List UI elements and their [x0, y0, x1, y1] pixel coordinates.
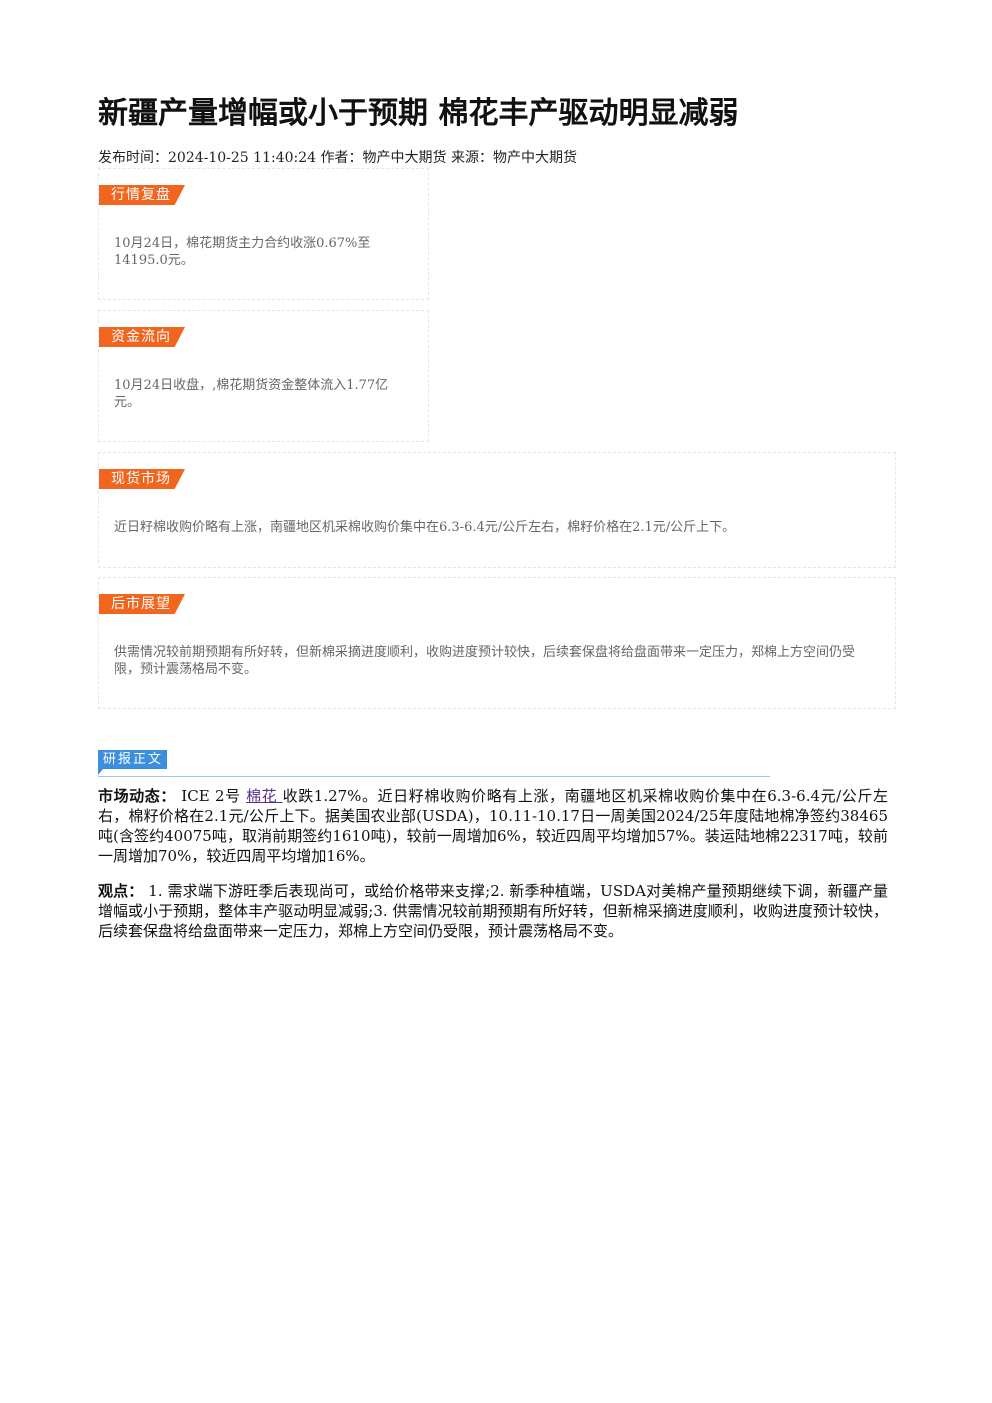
- cotton-link[interactable]: 棉花: [246, 787, 283, 805]
- box-text: 近日籽棉收购价略有上涨，南疆地区机采棉收购价集中在6.3-6.4元/公斤左右，棉…: [114, 520, 736, 535]
- tag-fund-flow: 资金流向: [99, 327, 185, 347]
- box-text: 10月24日，棉花期货主力合约收涨0.67%至14195.0元。: [114, 236, 371, 268]
- market-dynamics-label: 市场动态：: [98, 787, 176, 805]
- market-dynamics-text: 收跌1.27%。近日籽棉收购价略有上涨，南疆地区机采棉收购价集中在6.3-6.4…: [98, 787, 888, 865]
- section-label: 研报正文: [98, 750, 168, 769]
- section-header-report-body: 研报正文: [98, 750, 770, 777]
- box-text: 供需情况较前期预期有所好转，但新棉采摘进度顺利，收购进度预计较快，后续套保盘将给…: [114, 645, 856, 677]
- viewpoint-text: 1. 需求端下游旺季后表现尚可，或给价格带来支撑;2. 新季种植端，USDA对美…: [98, 882, 888, 940]
- market-dynamics-pre: ICE 2号: [181, 787, 247, 805]
- summary-box-outlook: 后市展望 供需情况较前期预期有所好转，但新棉采摘进度顺利，收购进度预计较快，后续…: [98, 577, 896, 709]
- market-dynamics-paragraph: 市场动态： ICE 2号 棉花 收跌1.27%。近日籽棉收购价略有上涨，南疆地区…: [98, 786, 888, 866]
- summary-box-fund-flow: 资金流向 10月24日收盘，,棉花期货资金整体流入1.77亿元。: [98, 310, 429, 442]
- summary-box-market-review: 行情复盘 10月24日，棉花期货主力合约收涨0.67%至14195.0元。: [98, 168, 429, 300]
- box-text: 10月24日收盘，,棉花期货资金整体流入1.77亿元。: [114, 378, 389, 410]
- summary-box-spot-market: 现货市场 近日籽棉收购价略有上涨，南疆地区机采棉收购价集中在6.3-6.4元/公…: [98, 452, 896, 568]
- viewpoint-label: 观点：: [98, 882, 144, 900]
- viewpoint-paragraph: 观点： 1. 需求端下游旺季后表现尚可，或给价格带来支撑;2. 新季种植端，US…: [98, 881, 888, 941]
- article-meta: 发布时间：2024-10-25 11:40:24 作者：物产中大期货 来源：物产…: [98, 150, 577, 166]
- tag-outlook: 后市展望: [99, 594, 185, 614]
- tag-market-review: 行情复盘: [99, 185, 185, 205]
- tag-spot-market: 现货市场: [99, 469, 185, 489]
- article-title: 新疆产量增幅或小于预期 棉花丰产驱动明显减弱: [98, 96, 739, 131]
- section-label-tail: [98, 769, 103, 775]
